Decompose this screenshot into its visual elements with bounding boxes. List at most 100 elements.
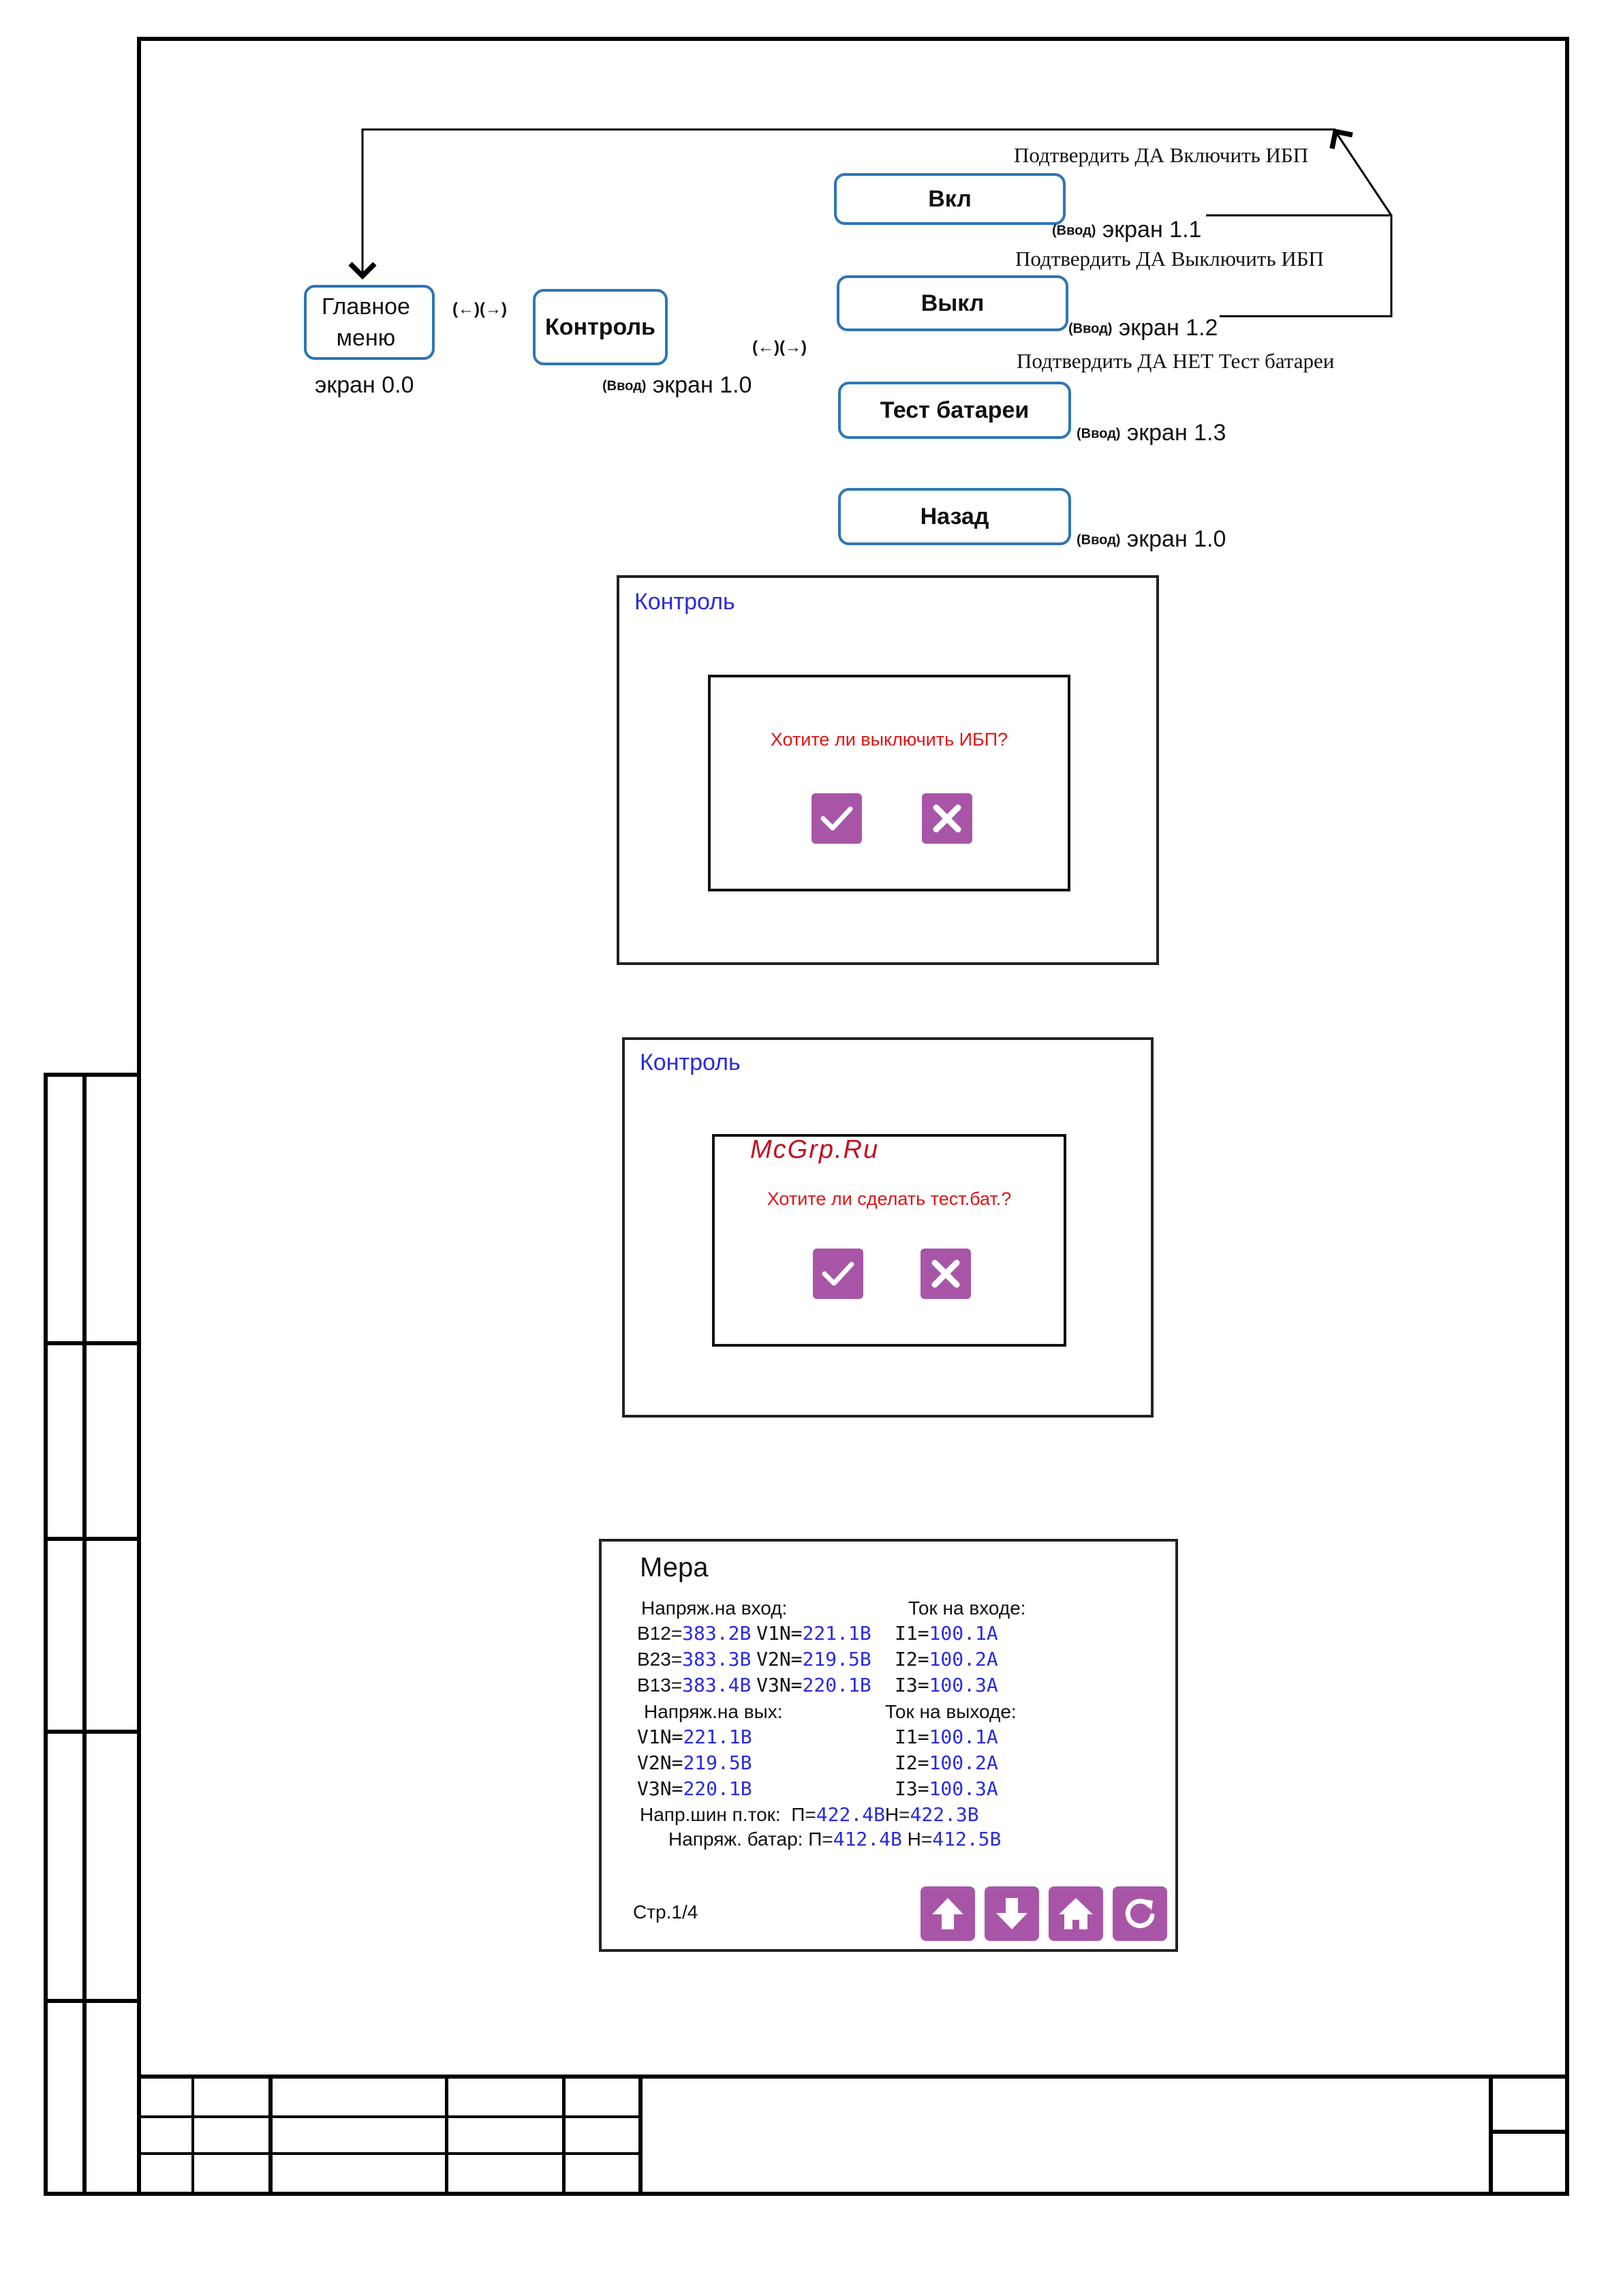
output-row: V1N=221.1В	[637, 1726, 752, 1748]
value: 219.5В	[683, 1751, 752, 1774]
flow-connectors	[348, 128, 1393, 318]
page-indicator: Стр.1/4	[633, 1901, 698, 1923]
label: I2=	[895, 1648, 929, 1670]
home-icon	[1059, 1898, 1093, 1929]
output-row: V2N=219.5В	[637, 1751, 752, 1774]
menu-item-on-label: Вкл	[928, 185, 972, 212]
screen-text: экран 1.1	[1102, 217, 1202, 243]
screen-text: экран 1.2	[1118, 315, 1218, 341]
value: 220.1В	[683, 1777, 752, 1800]
home-button[interactable]	[1049, 1886, 1103, 1941]
label: V1N=	[756, 1622, 803, 1644]
menu-item-on-screen: (Ввод) экран 1.1	[1052, 217, 1201, 243]
menu-item-off[interactable]: Выкл	[837, 275, 1068, 331]
menu-item-battery-test[interactable]: Тест батареи	[838, 382, 1071, 439]
nav-arrows-1: (←)(→)	[452, 300, 507, 318]
enter-key-label: (Ввод)	[1077, 426, 1121, 442]
value: 100.1А	[929, 1622, 998, 1644]
value: 221.1В	[802, 1622, 871, 1644]
nav-arrows-2: (←)(→)	[752, 338, 807, 356]
input-row: В12=383.2В V1N=221.1В	[637, 1622, 871, 1644]
label: V2N=	[756, 1648, 803, 1670]
label: В12=	[637, 1623, 683, 1644]
value: 412.5В	[932, 1828, 1002, 1850]
screen-measurements: Мера Напряж.на вход: Ток на входе: В12=3…	[599, 1539, 1178, 1952]
value: 219.5В	[802, 1648, 871, 1670]
value: 383.3В	[682, 1648, 752, 1670]
label: Н=	[907, 1828, 933, 1850]
refresh-icon	[1125, 1899, 1155, 1929]
confirm-test-text: Подтвердить ДА НЕТ Тест батареи	[1017, 349, 1335, 373]
output-current-header: Ток на выходе:	[885, 1701, 1017, 1722]
dialog-question: Хотите ли выключить ИБП?	[770, 729, 1008, 750]
dc-bus-label: Напр.шин п.ток:	[640, 1804, 781, 1825]
input-voltage-header: Напряж.на вход:	[641, 1597, 788, 1619]
arrow-up-icon	[932, 1898, 963, 1929]
label: V1N=	[637, 1726, 683, 1748]
output-current-row: I1=100.1А	[895, 1726, 998, 1748]
confirm-on-text: Подтвердить ДА Включить ИБП	[1014, 143, 1309, 167]
confirm-dialog: Хотите ли выключить ИБП?	[708, 675, 1070, 891]
label: Н=	[884, 1804, 910, 1825]
menu-item-back[interactable]: Назад	[838, 488, 1071, 545]
input-current-row: I3=100.3А	[895, 1674, 998, 1696]
confirm-button[interactable]	[812, 793, 862, 844]
menu-item-back-label: Назад	[920, 503, 989, 530]
label: В13=	[637, 1674, 683, 1696]
watermark: McGrp.Ru	[750, 1135, 880, 1164]
value: 100.3А	[929, 1777, 998, 1800]
input-row: В13=383.4В V3N=220.1В	[637, 1674, 871, 1696]
screen-text: экран 1.3	[1126, 420, 1226, 446]
control-screen-text: экран 1.0	[652, 372, 752, 398]
value: 422.4	[816, 1803, 874, 1826]
value: 100.2А	[929, 1648, 998, 1670]
label: П=	[808, 1828, 833, 1850]
checkmark-icon	[822, 1261, 854, 1286]
output-voltage-header: Напряж.на вых:	[644, 1701, 783, 1722]
menu-item-battery-test-label: Тест батареи	[880, 397, 1030, 423]
input-row: В23=383.3В V2N=219.5В	[637, 1648, 871, 1670]
output-current-row: I2=100.2А	[895, 1751, 998, 1774]
menu-item-off-label: Выкл	[921, 290, 985, 316]
page-down-button[interactable]	[985, 1886, 1039, 1941]
value: 412.4В	[833, 1828, 902, 1850]
screen-title: Контроль	[640, 1050, 741, 1075]
label: I3=	[895, 1674, 929, 1696]
cancel-button[interactable]	[922, 793, 972, 844]
checkmark-icon	[820, 806, 853, 831]
confirm-button[interactable]	[813, 1249, 863, 1299]
unit: В	[874, 1803, 885, 1826]
control-screen-label: (Ввод) экран 1.0	[602, 372, 752, 399]
left-arrow-icon: ←	[458, 300, 474, 318]
menu-item-off-screen: (Ввод) экран 1.2	[1068, 315, 1218, 341]
confirm-dialog: McGrp.Ru Хотите ли сделать тест.бат.?	[712, 1134, 1066, 1347]
menu-item-battery-test-screen: (Ввод) экран 1.3	[1077, 420, 1226, 446]
value: 383.4В	[682, 1674, 752, 1696]
control-node[interactable]: Контроль	[533, 289, 668, 365]
menu-item-back-screen: (Ввод) экран 1.0	[1077, 526, 1226, 553]
main-menu-node[interactable]: Главное меню	[304, 285, 435, 360]
main-menu-screen-label: экран 0.0	[315, 372, 414, 398]
value: 383.2В	[682, 1622, 752, 1644]
x-icon	[933, 804, 961, 833]
output-current-row: I3=100.3А	[895, 1777, 998, 1800]
refresh-button[interactable]	[1113, 1886, 1167, 1941]
label: I1=	[895, 1622, 929, 1644]
cancel-button[interactable]	[921, 1249, 971, 1299]
screen-title: Контроль	[634, 589, 735, 615]
value: 100.1А	[929, 1726, 998, 1748]
value: 221.1В	[683, 1726, 752, 1748]
page-up-button[interactable]	[921, 1886, 975, 1941]
measurements-title: Мера	[640, 1552, 709, 1582]
dc-bus-row: Напр.шин п.ток: П=422.4ВН=422.3В	[640, 1803, 979, 1826]
confirm-off-text: Подтвердить ДА Выключить ИБП	[1015, 247, 1324, 271]
value: 100.2А	[929, 1751, 998, 1774]
menu-item-on[interactable]: Вкл	[834, 173, 1066, 225]
main-menu-line2: меню	[336, 325, 396, 351]
x-icon	[931, 1259, 960, 1288]
label: П=	[791, 1804, 816, 1825]
enter-key-label: (Ввод)	[1077, 532, 1121, 548]
label: I3=	[895, 1777, 929, 1800]
label: V3N=	[756, 1674, 803, 1696]
input-current-row: I2=100.2А	[895, 1648, 998, 1670]
